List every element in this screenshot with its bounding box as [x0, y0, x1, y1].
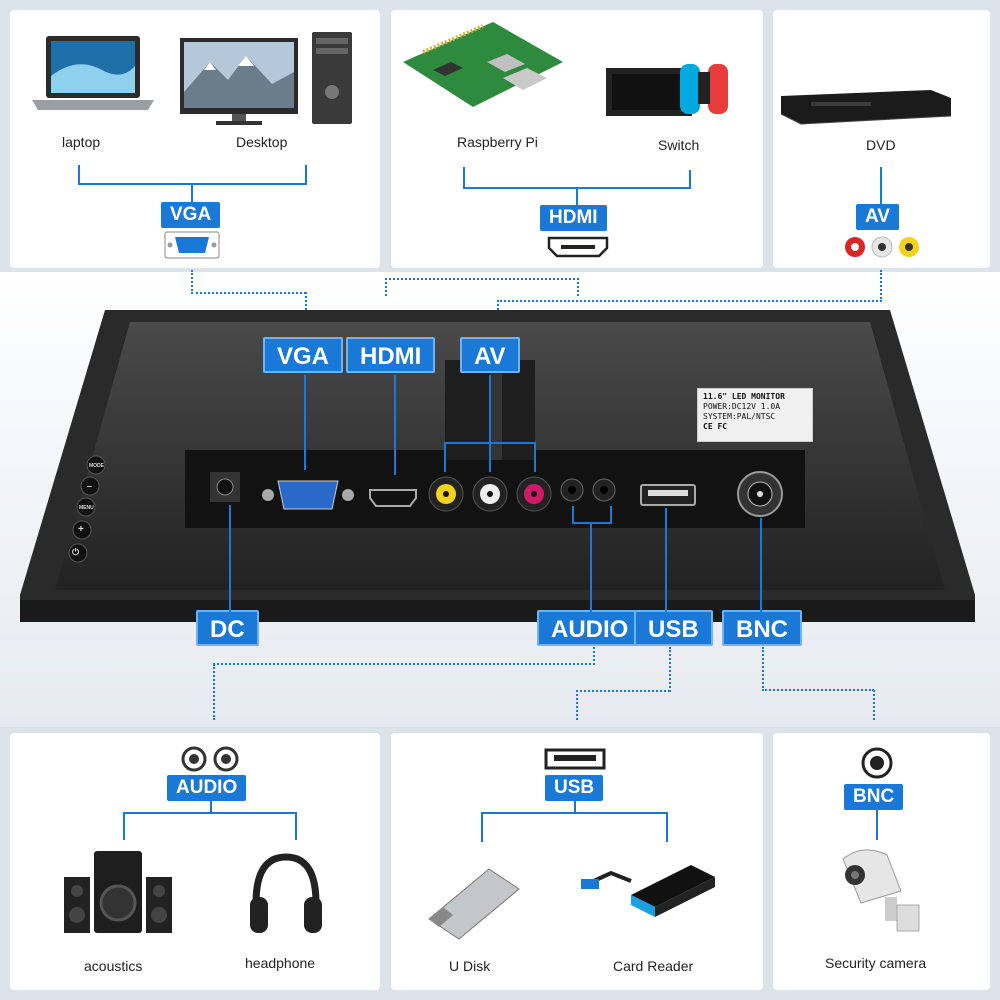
device-label-security-camera: Security camera	[825, 955, 927, 971]
power-button[interactable]: ⏻	[72, 547, 80, 557]
spec-system: SYSTEM:PAL/NTSC	[703, 412, 776, 421]
usb-port-icon	[640, 484, 696, 506]
usb-badge: USB	[545, 775, 604, 801]
vga-port-icon	[164, 231, 220, 259]
card-reader-icon	[581, 865, 715, 917]
rca-red-icon	[516, 476, 552, 512]
device-label-u-disk: U Disk	[449, 958, 491, 974]
speakers-icon	[64, 851, 172, 933]
hdmi-panel: Raspberry Pi Switch HDMI	[391, 10, 763, 268]
bnc-port-icon	[737, 471, 783, 517]
av-panel: DVD AV	[773, 10, 990, 268]
bnc-badge: BNC	[844, 784, 904, 810]
monitor-vga-badge: VGA	[263, 337, 344, 373]
device-label-dvd: DVD	[866, 137, 896, 153]
device-label-raspberry-pi: Raspberry Pi	[457, 134, 538, 150]
bnc-panel: BNC Security camera	[773, 733, 990, 990]
monitor-audio-badge: AUDIO	[537, 610, 643, 646]
spec-power: POWER:DC12V 1.0A	[703, 402, 781, 411]
mode-button[interactable]: MODE	[89, 463, 104, 469]
desktop-icon	[180, 32, 352, 125]
audio-panel: AUDIO acoustics headphone	[10, 733, 380, 990]
device-label-headphone: headphone	[245, 955, 316, 971]
monitor-av-badge: AV	[460, 337, 520, 373]
monitor-bnc-badge: BNC	[722, 610, 802, 646]
dc-port-icon	[210, 472, 240, 502]
usb-port-top-icon	[544, 748, 606, 770]
audio-jacks-top-icon	[181, 746, 239, 772]
vga-panel: laptop Desktop VGA	[10, 10, 380, 268]
device-label-acoustics: acoustics	[84, 958, 143, 974]
spec-label: 11.6" LED MONITOR POWER:DC12V 1.0A SYSTE…	[697, 388, 813, 442]
device-label-switch: Switch	[658, 137, 700, 153]
rca-white-icon	[472, 476, 508, 512]
minus-button[interactable]: –	[87, 481, 93, 491]
av-badge: AV	[856, 204, 899, 230]
laptop-icon	[32, 36, 154, 110]
plus-button[interactable]: +	[78, 524, 84, 535]
vga-connector-icon	[262, 480, 354, 510]
rca-yellow-icon	[428, 476, 464, 512]
monitor-dc-badge: DC	[196, 610, 259, 646]
side-buttons	[68, 455, 106, 563]
menu-button[interactable]: MENU	[79, 505, 94, 511]
spec-marks: CE FC	[703, 422, 728, 431]
monitor-hdmi-badge: HDMI	[346, 337, 436, 373]
u-disk-icon	[428, 868, 520, 940]
device-label-desktop: Desktop	[236, 134, 288, 150]
hdmi-badge: HDMI	[540, 205, 607, 231]
dvd-icon	[780, 90, 952, 125]
audio-badge: AUDIO	[167, 775, 247, 801]
device-label-laptop: laptop	[62, 134, 101, 150]
rca-jacks-icon	[845, 236, 919, 258]
device-label-card-reader: Card Reader	[613, 958, 694, 974]
usb-panel: USB U Disk Card Reader	[391, 733, 763, 990]
switch-icon	[606, 64, 728, 116]
raspberry-pi-icon	[403, 22, 563, 107]
hdmi-port-icon	[547, 236, 609, 258]
security-camera-icon	[842, 849, 920, 932]
audio-jacks-icon	[560, 478, 616, 502]
hdmi-connector-icon	[369, 489, 417, 507]
headphone-icon	[250, 853, 322, 933]
vga-badge: VGA	[161, 202, 221, 228]
spec-title: 11.6" LED MONITOR	[703, 392, 785, 401]
monitor-usb-badge: USB	[634, 610, 713, 646]
bnc-top-icon	[861, 747, 893, 779]
